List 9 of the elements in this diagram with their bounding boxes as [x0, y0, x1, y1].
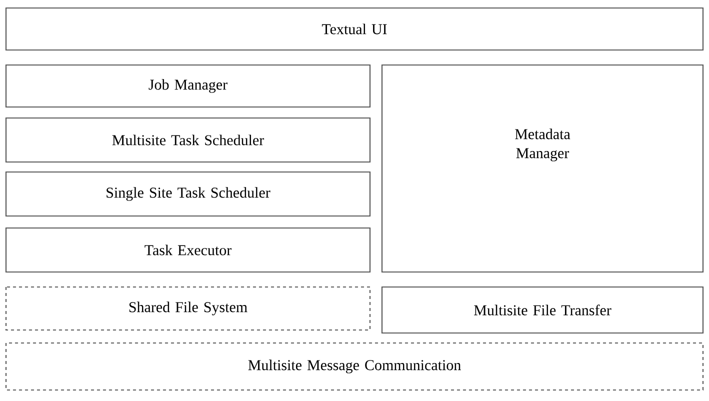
layer-box: Multisite Task Scheduler [5, 117, 371, 163]
layer-box: Multisite File Transfer [381, 286, 704, 334]
layer-box: Textual UI [5, 7, 704, 51]
layer-box: Metadata Manager [381, 64, 704, 273]
layer-box: Shared File System [5, 286, 371, 331]
layer-box: Multisite Message Communication [5, 342, 704, 391]
layer-box: Task Executor [5, 227, 371, 273]
layer-box: Job Manager [5, 64, 371, 108]
layer-box: Single Site Task Scheduler [5, 171, 371, 217]
